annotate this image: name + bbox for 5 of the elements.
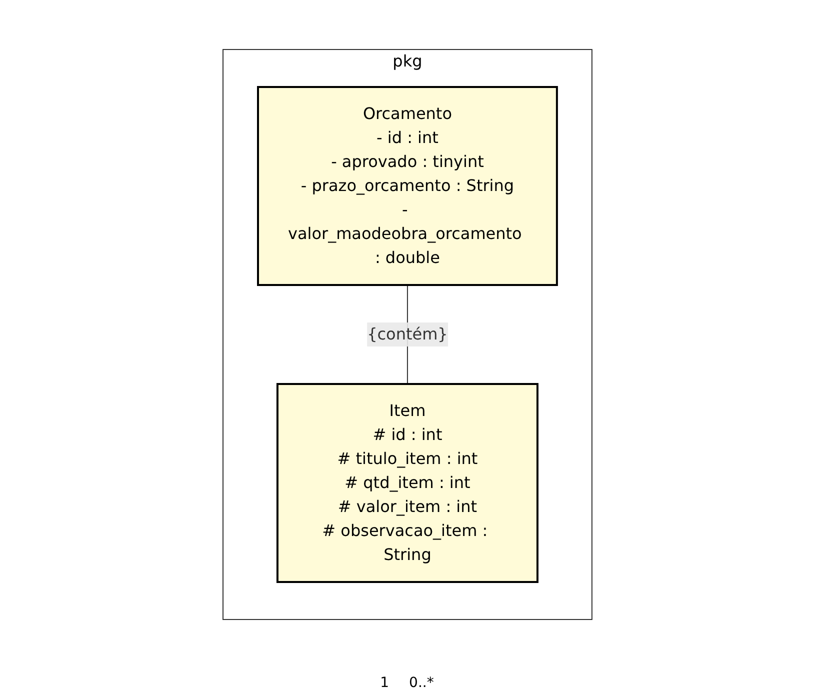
multiplicity-label: 1 (380, 675, 390, 691)
node-box: Item # id : int # titulo_item : int # qtd_item : int # valor_item : int # observacao_item : String (276, 383, 538, 583)
multiplicity-label: 0..* (409, 675, 434, 691)
node-box: Orcamento - id : int - aprovado : tinyint - prazo_orcamento : String - valor_maodeobra_orcamento : double (256, 86, 558, 286)
edge-label: {contém} (366, 324, 448, 344)
